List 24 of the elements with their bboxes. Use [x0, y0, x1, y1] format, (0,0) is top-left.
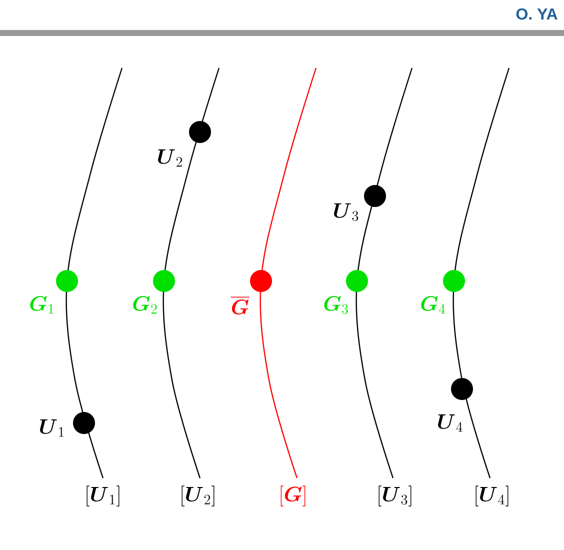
point-label: $\boldsymbol{U}_1$ [40, 419, 64, 437]
point-dot [153, 270, 175, 292]
point-dot [364, 185, 386, 207]
curve-label: $[\boldsymbol{U}_4]$ [476, 486, 508, 506]
point-label: $\boldsymbol{U}_4$ [438, 414, 462, 432]
point-label: $\boldsymbol{U}_2$ [158, 149, 182, 167]
point-label: $\boldsymbol{U}_3$ [334, 203, 358, 221]
running-header: O. YA [516, 8, 558, 20]
point-label: $\overline{\boldsymbol{G}}$ [230, 297, 250, 314]
curve-label: $[\boldsymbol{U}_1]$ [86, 486, 120, 506]
point-label: $\boldsymbol{G}_1$ [30, 296, 54, 314]
curve-label: $[\boldsymbol{G}]$ [280, 486, 306, 506]
point-dot [73, 412, 95, 434]
point-dot [56, 270, 78, 292]
point-label: $\boldsymbol{G}_2$ [133, 296, 157, 314]
point-label: $\boldsymbol{G}_4$ [421, 296, 446, 314]
point-dot [346, 270, 368, 292]
curve-label: $[\boldsymbol{U}_2]$ [182, 486, 214, 506]
point-label: $\boldsymbol{G}_3$ [324, 296, 348, 314]
curve-label: $[\boldsymbol{U}_3]$ [378, 486, 412, 506]
point-dot [451, 378, 473, 400]
point-dot [189, 121, 211, 143]
point-dot [443, 270, 465, 292]
point-dot [250, 270, 272, 292]
